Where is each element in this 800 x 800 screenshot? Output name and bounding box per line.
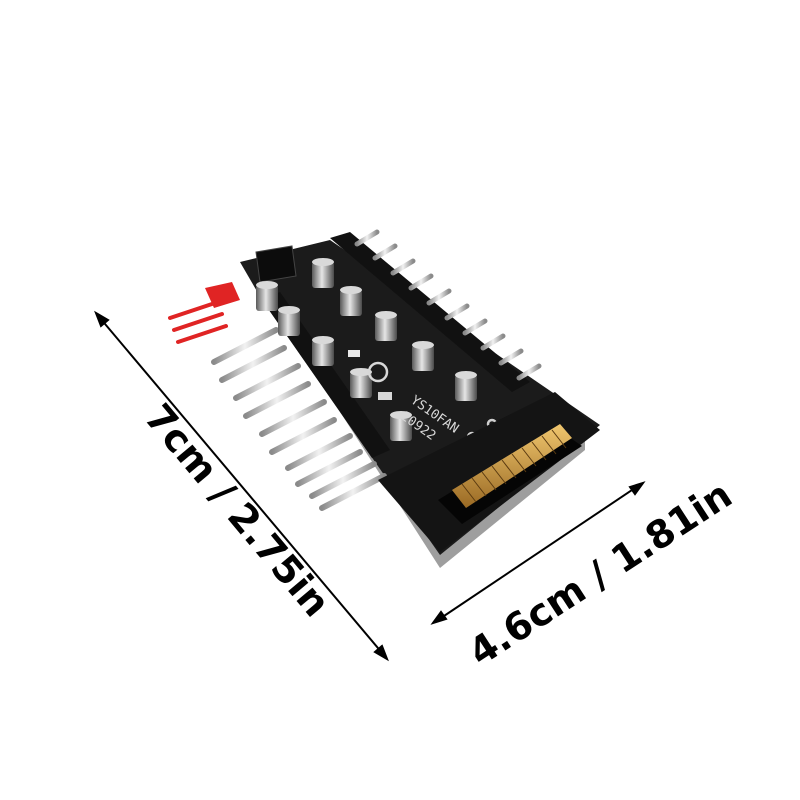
capacitor <box>278 306 300 336</box>
length-dimension-arrow <box>94 310 389 662</box>
capacitor <box>256 281 278 311</box>
capacitors <box>256 258 477 441</box>
capacitor <box>350 368 372 398</box>
red-input-header <box>168 282 240 344</box>
capacitor <box>390 411 412 441</box>
width-dimension-arrow <box>430 481 646 625</box>
chip <box>378 392 392 400</box>
capacitor <box>312 258 334 288</box>
capacitor <box>340 286 362 316</box>
sata-contacts <box>452 424 572 508</box>
capacitor <box>312 336 334 366</box>
led-chip <box>348 350 360 357</box>
sata-power-connector <box>378 392 600 552</box>
header-pins-right <box>354 229 542 381</box>
header-pins-left <box>211 327 387 511</box>
fan-header-row-right <box>330 232 530 392</box>
capacitor <box>375 311 397 341</box>
fan-hub-board: YS10FAN 20922 <box>168 229 600 568</box>
capacitor <box>412 341 434 371</box>
silkscreen-ring <box>367 361 389 383</box>
header-latch <box>255 245 297 283</box>
capacitor <box>455 371 477 401</box>
